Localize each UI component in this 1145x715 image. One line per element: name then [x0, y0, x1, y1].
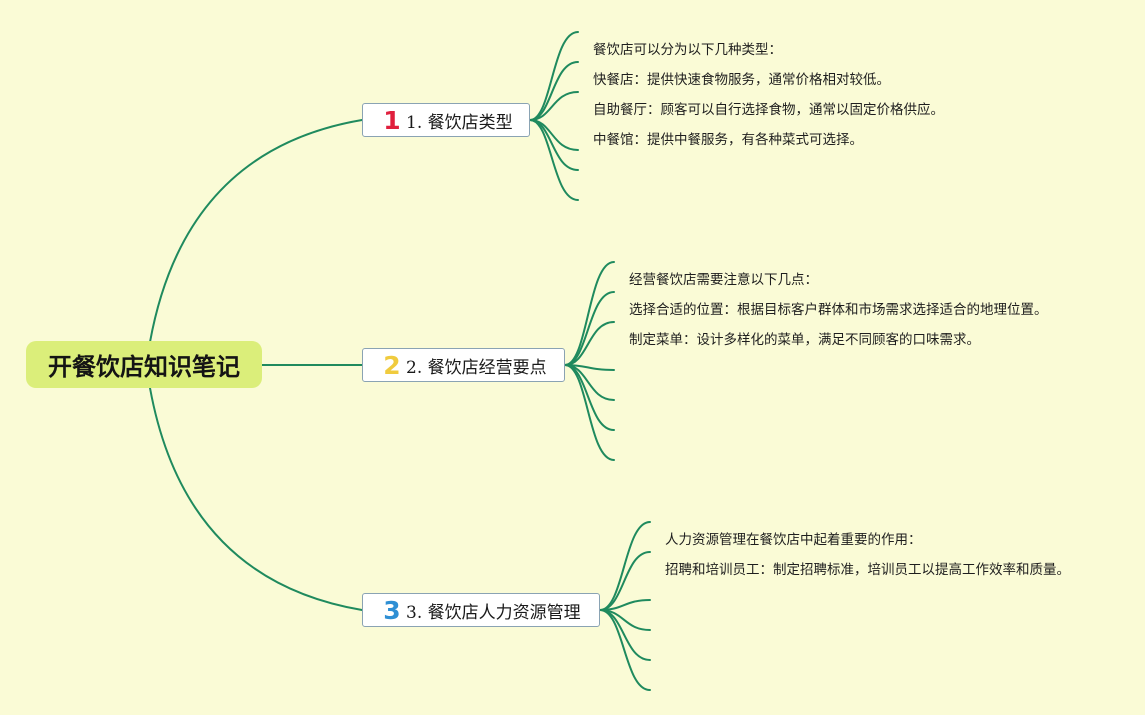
topic-2-label: 2. 餐饮店经营要点 — [406, 357, 547, 378]
topic-3-branch-2 — [599, 551, 651, 611]
topic-3-leaf-2[interactable]: 招聘和培训员工：制定招聘标准，培训员工以提高工作效率和质量。 — [665, 562, 1070, 578]
topic-1-branch-2 — [529, 61, 579, 121]
topic-2-leaf-1[interactable]: 经营餐饮店需要注意以下几点： — [629, 272, 818, 288]
topic-2-leaf-2[interactable]: 选择合适的位置：根据目标客户群体和市场需求选择适合的地理位置。 — [629, 302, 1048, 318]
topic-2-branch-7 — [564, 364, 615, 461]
topic-1-leaf-4[interactable]: 中餐馆：提供中餐服务，有各种菜式可选择。 — [593, 132, 863, 148]
root-to-topic-1-line — [149, 119, 363, 343]
topic-node-3[interactable]: 3 3. 餐饮店人力资源管理 — [362, 593, 600, 627]
topic-1-leaf-1[interactable]: 餐饮店可以分为以下几种类型： — [593, 42, 782, 58]
root-title: 开餐饮店知识笔记 — [48, 353, 240, 381]
topic-1-branch-1 — [529, 31, 579, 121]
topic-node-1[interactable]: 1 1. 餐饮店类型 — [362, 103, 530, 137]
root-node[interactable]: 开餐饮店知识笔记 — [26, 341, 262, 388]
topic-1-leaf-3[interactable]: 自助餐厅：顾客可以自行选择食物，通常以固定价格供应。 — [593, 102, 944, 118]
topic-1-leaf-2[interactable]: 快餐店：提供快速食物服务，通常价格相对较低。 — [593, 72, 890, 88]
topic-2-branch-1 — [564, 261, 615, 366]
topic-3-label: 3. 餐饮店人力资源管理 — [406, 602, 581, 623]
topic-1-branch-3 — [529, 91, 579, 121]
topic-3-branch-6 — [599, 609, 651, 691]
topic-2-branch-2 — [564, 291, 615, 366]
topic-1-branch-6 — [529, 119, 579, 201]
topic-1-label: 1. 餐饮店类型 — [406, 112, 513, 133]
root-to-topic-3-line — [149, 387, 363, 611]
topic-2-branch-3 — [564, 321, 615, 366]
topic-2-leaf-3[interactable]: 制定菜单：设计多样化的菜单，满足不同顾客的口味需求。 — [629, 332, 980, 348]
topic-3-leaf-1[interactable]: 人力资源管理在餐饮店中起着重要的作用： — [665, 532, 922, 548]
priority-3-icon: 3 — [383, 595, 401, 625]
topic-node-2[interactable]: 2 2. 餐饮店经营要点 — [362, 348, 565, 382]
priority-2-icon: 2 — [383, 350, 401, 380]
topic-3-branch-1 — [599, 521, 651, 611]
priority-1-icon: 1 — [383, 105, 401, 135]
